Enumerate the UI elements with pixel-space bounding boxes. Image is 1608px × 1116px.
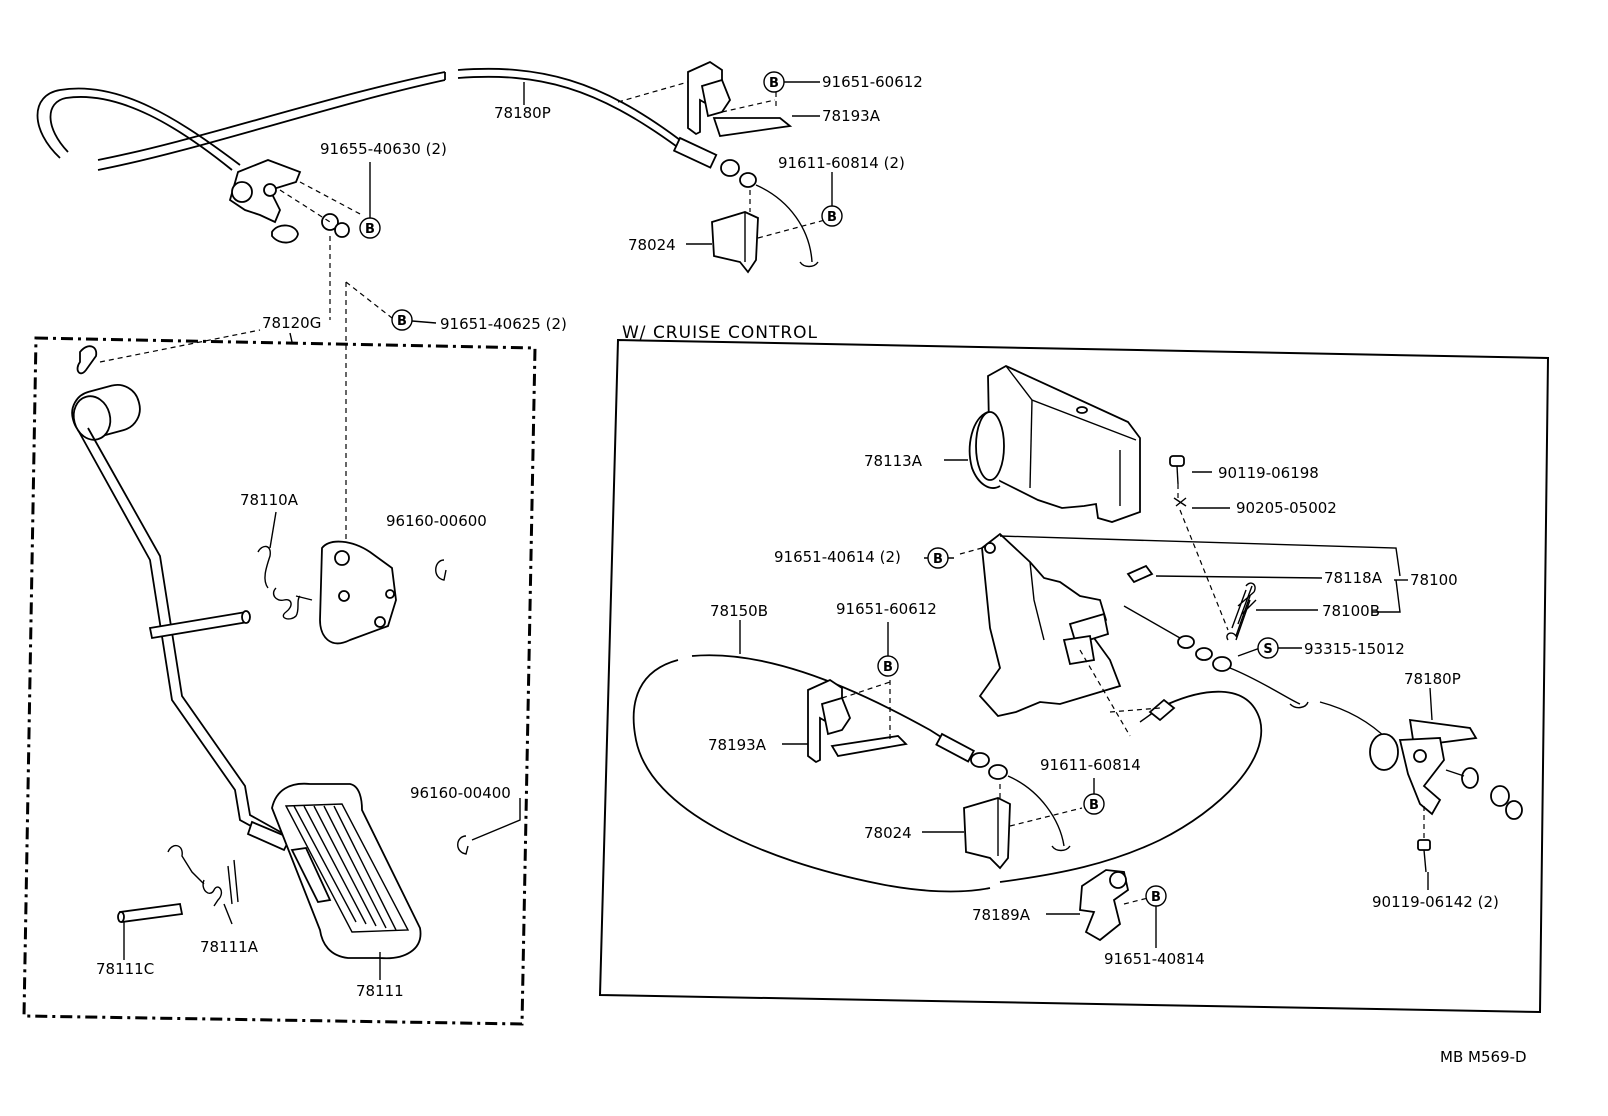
lever-78118a — [1126, 564, 1154, 584]
label-96160-00600: 96160-00600 — [386, 512, 487, 530]
label-90119-06198: 90119-06198 — [1218, 464, 1319, 482]
clip-96160-00400 — [457, 835, 469, 855]
spring-78111a — [167, 845, 239, 907]
label-78118a: 78118A — [1324, 569, 1383, 587]
actuator-cover-78113a — [968, 364, 1141, 523]
marker-b-91651-40625: B — [391, 309, 413, 331]
accelerator-pedal-lever — [71, 345, 292, 852]
pin-78111c — [117, 902, 184, 924]
upper-accelerator-cable — [36, 67, 819, 268]
label-78100b: 78100B — [1322, 602, 1380, 620]
label-90205-05002: 90205-05002 — [1236, 499, 1337, 517]
label-78111a: 78111A — [200, 938, 259, 956]
marker-b-91611-60814-cc: B — [1083, 793, 1105, 815]
spring-78110a — [257, 545, 313, 620]
bracket-78024-cc — [963, 797, 1011, 870]
label-78111: 78111 — [356, 982, 404, 1000]
bolt-90119-06142 — [1417, 839, 1431, 873]
label-78113a: 78113A — [864, 452, 923, 470]
svg-text:S: S — [1263, 642, 1272, 657]
throttle-linkage-78180p — [1319, 701, 1523, 820]
svg-text:B: B — [933, 552, 943, 567]
label-91655-40630: 91655-40630 (2) — [320, 140, 447, 158]
clamp-78193a-cc — [807, 678, 908, 764]
pedal-pad-78111 — [271, 782, 422, 960]
label-78120g: 78120G — [262, 314, 321, 332]
label-78024-cc: 78024 — [864, 824, 912, 842]
washer-90205-05002 — [1173, 497, 1187, 507]
link-bracket-78100 — [978, 532, 1122, 717]
clamp-78193a-top — [687, 60, 793, 137]
cable-78150b — [632, 654, 1071, 893]
label-91651-60612-cc: 91651-60612 — [836, 600, 937, 618]
marker-b-91655-40630: B — [359, 217, 381, 239]
label-78024-top: 78024 — [628, 236, 676, 254]
label-78150b: 78150B — [710, 602, 768, 620]
label-91651-40614: 91651-40614 (2) — [774, 548, 901, 566]
marker-b-91651-60612-cc: B — [877, 655, 899, 677]
label-91611-60814-top: 91611-60814 (2) — [778, 154, 905, 172]
cable-end-bracket — [228, 159, 350, 244]
pedal-bracket — [319, 540, 397, 645]
svg-text:B: B — [1089, 798, 1099, 813]
label-78180p-cc: 78180P — [1404, 670, 1461, 688]
label-78180p-top: 78180P — [494, 104, 551, 122]
svg-text:B: B — [1151, 890, 1161, 905]
label-78193a-cc: 78193A — [708, 736, 767, 754]
label-78110a: 78110A — [240, 491, 299, 509]
svg-text:B: B — [365, 222, 375, 237]
leader-lines — [123, 81, 1433, 980]
clamp-78189a — [1079, 869, 1130, 942]
pedal-assembly-group-border — [22, 336, 537, 1026]
clip-96160-00600 — [435, 559, 447, 581]
label-91611-60814-cc: 91611-60814 — [1040, 756, 1141, 774]
svg-text:B: B — [397, 314, 407, 329]
bracket-78024-top — [711, 211, 759, 274]
drawing-code: MB M569-D — [1440, 1048, 1527, 1066]
cruise-control-cable — [999, 605, 1309, 883]
label-91651-40814: 91651-40814 — [1104, 950, 1205, 968]
marker-b-91651-40814: B — [1145, 885, 1167, 907]
screw-90119-06198 — [1169, 455, 1185, 485]
label-96160-00400: 96160-00400 — [410, 784, 511, 802]
svg-text:B: B — [883, 660, 893, 675]
label-78111c: 78111C — [96, 960, 154, 978]
svg-text:B: B — [769, 76, 779, 91]
spring-78100b — [1226, 582, 1257, 641]
label-78189a: 78189A — [972, 906, 1031, 924]
marker-b-91651-40614: B — [927, 547, 949, 569]
pedal-shaft — [148, 610, 251, 640]
label-90119-06142: 90119-06142 (2) — [1372, 893, 1499, 911]
label-78193a-top: 78193A — [822, 107, 881, 125]
label-91651-60612-top: 91651-60612 — [822, 73, 923, 91]
marker-b-91651-60612-top: B — [763, 71, 785, 93]
label-93315-15012: 93315-15012 — [1304, 640, 1405, 658]
marker-b-91611-60814-top: B — [821, 205, 843, 227]
label-91651-40625: 91651-40625 (2) — [440, 315, 567, 333]
label-78100: 78100 — [1410, 571, 1458, 589]
section-title-cruise-control: W/ CRUISE CONTROL — [622, 323, 818, 343]
svg-text:B: B — [827, 210, 837, 225]
marker-s-93315-15012: S — [1257, 637, 1279, 659]
cruise-control-group-border — [598, 338, 1550, 1014]
